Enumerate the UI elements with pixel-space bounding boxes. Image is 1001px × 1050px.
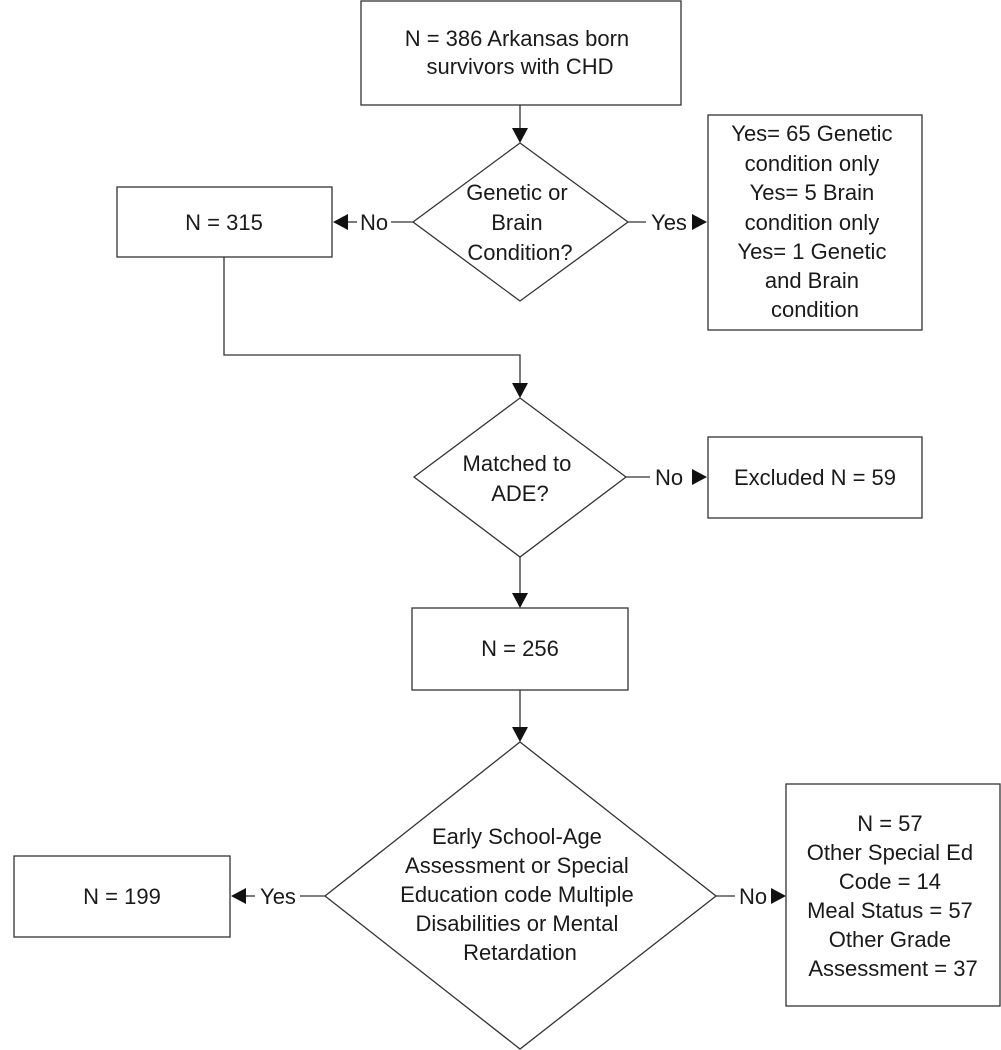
edge-label-decision3-yes: Yes xyxy=(260,884,296,909)
n57-text: N = 57 Other Special Ed Code = 14 Meal S… xyxy=(807,811,979,981)
edge-label-decision1-yes: Yes xyxy=(651,210,687,235)
n57-box xyxy=(785,783,1001,1007)
n256-box xyxy=(411,607,629,691)
excluded59-text: Excluded N = 59 xyxy=(734,465,896,490)
decision2-text: Matched to ADE? xyxy=(463,451,578,506)
n315-text: N = 315 xyxy=(185,210,263,235)
edge-label-decision2-no: No xyxy=(655,465,683,490)
arrowhead-down xyxy=(512,727,528,742)
arrowhead-right xyxy=(692,469,707,485)
decision2-diamond xyxy=(412,397,628,558)
decision3-diamond xyxy=(323,741,718,1050)
arrowhead-down xyxy=(512,593,528,608)
arrowhead-down xyxy=(512,383,528,398)
n199-box xyxy=(13,855,231,938)
decision1-text: Genetic or Brain Condition? xyxy=(466,180,574,265)
arrowhead-left xyxy=(333,214,348,230)
arrowhead-right xyxy=(692,214,707,230)
start-text: N = 386 Arkansas born survivors with CHD xyxy=(405,26,636,79)
yes-excluded-box xyxy=(707,114,923,331)
n199-text: N = 199 xyxy=(83,884,161,909)
edge-label-decision3-no: No xyxy=(739,884,767,909)
decision3-text: Early School-Age Assessment or Special E… xyxy=(400,824,640,965)
yes-excluded-text: Yes= 65 Genetic condition only Yes= 5 Br… xyxy=(731,121,898,322)
arrowhead-right xyxy=(771,888,786,904)
edge-label-decision1-no: No xyxy=(360,210,388,235)
arrowhead-down xyxy=(512,128,528,143)
decision1-diamond xyxy=(411,142,630,302)
connector-315-to-decision2 xyxy=(223,257,521,383)
n256-text: N = 256 xyxy=(481,636,559,661)
n315-box xyxy=(116,186,333,258)
arrowhead-left xyxy=(231,888,246,904)
start-box xyxy=(360,0,682,106)
excluded59-box xyxy=(707,436,923,519)
